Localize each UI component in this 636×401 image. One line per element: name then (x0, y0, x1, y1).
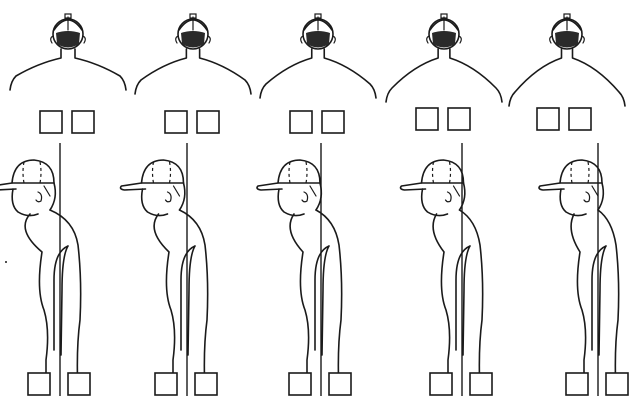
shoulder-line (135, 49, 251, 94)
scan-speck (5, 261, 7, 263)
hair (555, 31, 579, 48)
rear-view-figure (509, 14, 625, 130)
side-checkbox-left[interactable] (28, 373, 50, 395)
side-view-figure (539, 143, 628, 396)
side-head-with-cap (0, 160, 55, 216)
hair (432, 31, 456, 48)
side-checkbox-right[interactable] (329, 373, 351, 395)
hair (56, 31, 80, 48)
side-checkbox-left[interactable] (566, 373, 588, 395)
side-view-figure (401, 143, 493, 396)
shoulder-line (260, 49, 376, 98)
rear-view-figure (386, 14, 502, 130)
side-checkbox-right[interactable] (195, 373, 217, 395)
rear-view-figure (135, 14, 251, 133)
body-outline (290, 210, 342, 392)
side-checkbox-right[interactable] (606, 373, 628, 395)
rear-head (301, 14, 336, 49)
side-view-figure (121, 143, 218, 396)
shoulder-line (509, 49, 625, 106)
side-checkbox-right[interactable] (68, 373, 90, 395)
rear-checkbox-left[interactable] (290, 111, 312, 133)
side-head-with-cap (401, 160, 465, 216)
rear-checkbox-right[interactable] (72, 111, 94, 133)
arm (592, 246, 606, 355)
rear-head (550, 14, 585, 49)
side-view-figure (257, 143, 351, 396)
rear-view-figure (260, 14, 376, 133)
hair (306, 31, 330, 48)
arm (54, 246, 68, 355)
rear-checkbox-right[interactable] (197, 111, 219, 133)
side-view-figure (0, 143, 90, 396)
rear-head (427, 14, 462, 49)
side-head-with-cap (539, 160, 603, 216)
side-head-with-cap (121, 160, 185, 216)
arm (181, 246, 195, 355)
side-checkbox-left[interactable] (289, 373, 311, 395)
side-view-row (0, 143, 628, 396)
rear-view-figure (10, 14, 126, 133)
rear-checkbox-right[interactable] (322, 111, 344, 133)
rear-head (176, 14, 211, 49)
rear-checkbox-left[interactable] (165, 111, 187, 133)
rear-checkbox-right[interactable] (448, 108, 470, 130)
rear-head (51, 14, 86, 49)
arm (456, 246, 470, 355)
hair (181, 31, 205, 48)
body-outline (433, 210, 483, 392)
side-head-with-cap (257, 160, 321, 216)
arm (315, 246, 329, 355)
side-checkbox-right[interactable] (470, 373, 492, 395)
rear-checkbox-left[interactable] (416, 108, 438, 130)
side-checkbox-left[interactable] (155, 373, 177, 395)
rear-checkbox-left[interactable] (40, 111, 62, 133)
shoulder-line (10, 49, 126, 90)
rear-checkbox-left[interactable] (537, 108, 559, 130)
body-outline (25, 210, 81, 392)
body-outline (571, 210, 619, 392)
side-checkbox-left[interactable] (430, 373, 452, 395)
shoulder-line (386, 49, 502, 102)
rear-view-row (10, 14, 625, 133)
rear-checkbox-right[interactable] (569, 108, 591, 130)
